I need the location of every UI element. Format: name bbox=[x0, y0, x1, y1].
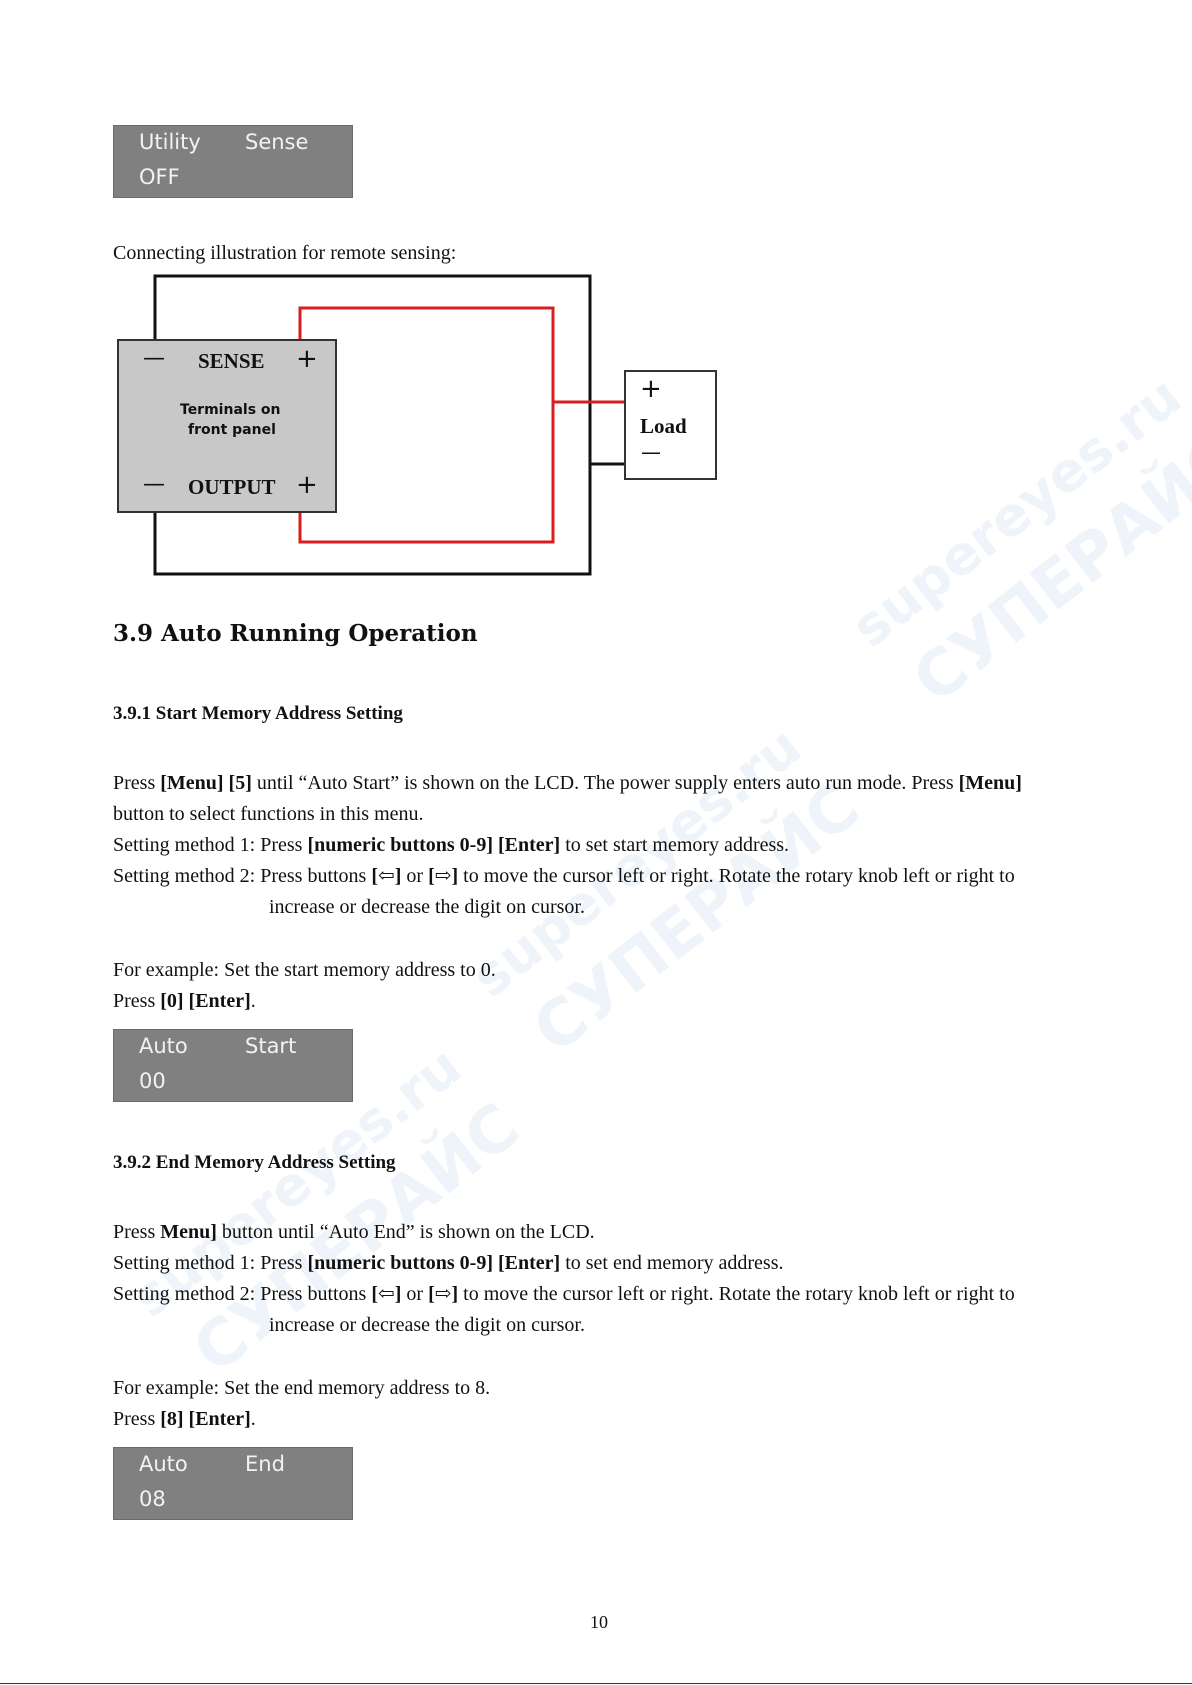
remote-sensing-diagram bbox=[117, 274, 717, 576]
load-minus: — bbox=[641, 440, 661, 464]
lcd-line1-left: Auto bbox=[139, 1452, 188, 1476]
output-minus: — bbox=[143, 472, 165, 497]
setting-method-2-cont: increase or decrease the digit on cursor… bbox=[269, 896, 585, 918]
lcd-display-auto-start: Auto Start 00 bbox=[113, 1029, 353, 1102]
press-instruction: Press [8] [Enter]. bbox=[113, 1408, 256, 1430]
setting-method-2: Setting method 2: Press buttons [⇦] or [… bbox=[113, 865, 1015, 887]
footer-rule bbox=[0, 1683, 1192, 1684]
front-panel-box bbox=[117, 339, 337, 513]
setting-method-1: Setting method 1: Press [numeric buttons… bbox=[113, 1252, 784, 1274]
subsection-heading: 3.9.1 Start Memory Address Setting bbox=[113, 703, 403, 724]
terminals-line2: front panel bbox=[188, 422, 276, 438]
sense-minus: — bbox=[143, 346, 165, 371]
load-plus: + bbox=[640, 374, 662, 404]
load-box bbox=[624, 370, 717, 480]
output-plus: + bbox=[296, 470, 318, 500]
example-text: For example: Set the start memory addres… bbox=[113, 959, 496, 981]
setting-method-2: Setting method 2: Press buttons [⇦] or [… bbox=[113, 1283, 1015, 1305]
load-label: Load bbox=[640, 414, 687, 438]
paragraph: Press Menu] button until “Auto End” is s… bbox=[113, 1221, 595, 1243]
red-wire bbox=[298, 306, 625, 404]
section-heading: 3.9 Auto Running Operation bbox=[113, 620, 478, 647]
diagram-caption: Connecting illustration for remote sensi… bbox=[113, 242, 457, 264]
black-wire bbox=[153, 274, 625, 466]
lcd-line1-right: Start bbox=[245, 1034, 297, 1058]
setting-method-2-cont: increase or decrease the digit on cursor… bbox=[269, 1314, 585, 1336]
lcd-line1-left: Auto bbox=[139, 1034, 188, 1058]
red-wire bbox=[298, 402, 555, 544]
sense-plus: + bbox=[296, 344, 318, 374]
black-wire bbox=[153, 464, 592, 576]
paragraph: button to select functions in this menu. bbox=[113, 803, 424, 825]
page-number: 10 bbox=[590, 1612, 608, 1632]
lcd-line1-left: Utility bbox=[139, 130, 201, 154]
lcd-display-auto-end: Auto End 08 bbox=[113, 1447, 353, 1520]
lcd-line2: 00 bbox=[139, 1069, 166, 1093]
lcd-line1-right: Sense bbox=[245, 130, 309, 154]
terminals-line1: Terminals on bbox=[180, 402, 281, 418]
sense-label: SENSE bbox=[198, 349, 265, 373]
lcd-line2: OFF bbox=[139, 165, 180, 189]
press-instruction: Press [0] [Enter]. bbox=[113, 990, 256, 1012]
lcd-line2: 08 bbox=[139, 1487, 166, 1511]
subsection-heading: 3.9.2 End Memory Address Setting bbox=[113, 1152, 396, 1173]
output-label: OUTPUT bbox=[188, 475, 276, 499]
setting-method-1: Setting method 1: Press [numeric buttons… bbox=[113, 834, 790, 856]
lcd-line1-right: End bbox=[245, 1452, 285, 1476]
paragraph: Press [Menu] [5] until “Auto Start” is s… bbox=[113, 772, 1022, 794]
lcd-display-sense: Utility Sense OFF bbox=[113, 125, 353, 198]
example-text: For example: Set the end memory address … bbox=[113, 1377, 491, 1399]
